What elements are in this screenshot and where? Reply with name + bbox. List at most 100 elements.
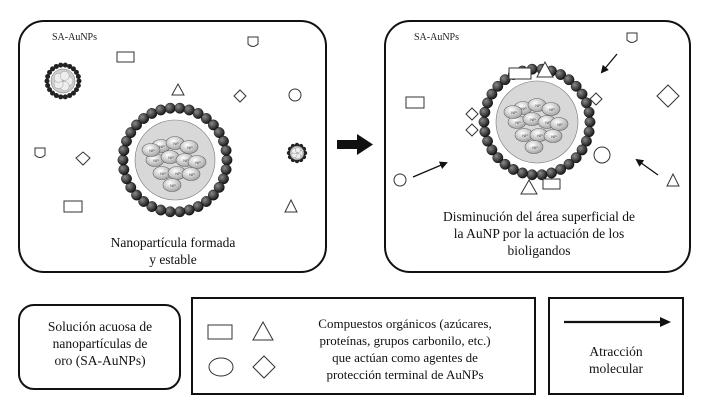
ligand-bead <box>570 152 582 164</box>
ligand-bead <box>581 135 592 147</box>
diamond-icon <box>75 151 91 166</box>
legend-solution-text: Solución acuosa de nanopartículas de oro… <box>47 319 153 368</box>
ligand-bead <box>192 108 204 119</box>
ligand-bead <box>118 164 130 175</box>
ligand-bead <box>563 74 575 86</box>
ligand-bead <box>62 62 68 68</box>
ligand-bead <box>218 135 229 147</box>
ligand-bead <box>200 196 212 207</box>
np-core-particle <box>187 155 207 169</box>
ligand-bead <box>47 87 53 93</box>
ligand-bead <box>584 116 596 128</box>
ligand-bead <box>58 94 64 100</box>
ligand-bead <box>492 152 504 164</box>
small-nanoparticle <box>286 142 308 164</box>
diamond-icon <box>465 107 479 121</box>
ligand-bead <box>200 113 212 124</box>
np-core-label: NP <box>149 148 155 153</box>
ligand-bead <box>174 206 186 218</box>
np-core-particle <box>541 102 561 116</box>
np-core-label: NP <box>549 107 555 112</box>
ligand-bead <box>70 66 76 72</box>
np-core-label: NP <box>170 183 176 188</box>
ligand-bead <box>499 74 511 86</box>
triangle-icon <box>284 198 298 213</box>
triangle-icon <box>536 60 554 78</box>
np-core-label: NP <box>515 120 521 125</box>
legend-compounds-text: Compuestos orgánicos (azúcares, proteína… <box>318 316 492 382</box>
np-core-label: NP <box>557 122 563 127</box>
panel-left-caption: Nanopartícula formada y estable <box>110 235 236 267</box>
ligand-bead <box>526 169 538 181</box>
ligand-bead <box>121 135 132 147</box>
ligand-bead <box>482 97 493 109</box>
ligand-bead <box>138 113 150 124</box>
ligand-bead <box>546 167 557 179</box>
np-core-particle <box>549 117 569 131</box>
rectangle-icon <box>405 96 425 109</box>
ligand-bead <box>131 189 142 201</box>
ligand-bead <box>213 127 225 139</box>
ligand-bead <box>576 88 588 100</box>
np-core-particle <box>543 129 563 143</box>
diamond-icon <box>465 123 479 137</box>
shield-icon <box>247 36 259 47</box>
np-core-particle <box>162 178 182 192</box>
rectangle-icon <box>63 200 83 213</box>
ligand-bead <box>517 167 528 179</box>
ligand-bead <box>221 154 233 166</box>
rectangle-icon <box>116 51 135 63</box>
ligand-bead <box>183 204 195 216</box>
ligand-bead <box>50 66 56 72</box>
panel-left-tag: SA-AuNPs <box>52 32 98 43</box>
rectangle-icon <box>207 324 233 340</box>
shield-icon <box>626 32 638 43</box>
np-core-particle <box>503 105 523 119</box>
np-core-label: NP <box>189 172 195 177</box>
ligand-bead <box>482 135 493 147</box>
ligand-bead <box>555 164 567 175</box>
ligand-bead <box>583 106 595 118</box>
triangle-icon <box>171 82 185 96</box>
np-core-label: NP <box>530 117 536 122</box>
legend-solution-box <box>18 304 181 390</box>
np-core-label: NP <box>173 141 179 146</box>
np-core-label: NP <box>545 120 551 125</box>
ligand-bead <box>45 83 51 89</box>
ligand-bead <box>44 78 50 84</box>
ligand-bead <box>131 119 142 131</box>
triangle-icon <box>666 172 680 187</box>
np-core-label: NP <box>511 110 517 115</box>
ligand-bead <box>118 145 130 156</box>
rectangle-icon <box>508 67 532 80</box>
triangle-icon <box>520 178 538 195</box>
ligand-bead <box>218 173 229 185</box>
circle-icon <box>208 357 234 377</box>
np-core-label: NP <box>551 134 557 139</box>
ligand-bead <box>121 173 132 185</box>
ligand-bead <box>125 127 137 139</box>
legend-attraction-text: Atracción molecular <box>589 344 643 376</box>
np-core-label: NP <box>535 103 541 108</box>
ligand-bead <box>220 164 232 175</box>
ligand-bead <box>53 63 59 69</box>
diamond-icon <box>589 92 603 106</box>
ligand-bead <box>570 80 582 92</box>
np-core-label: NP <box>159 144 165 149</box>
legend-attraction-arrow <box>564 317 671 327</box>
ligand-bead <box>67 93 73 99</box>
np-core-particle <box>179 140 199 154</box>
np-core-label: NP <box>195 160 201 165</box>
ligand-bead <box>213 181 225 193</box>
ligand-bead <box>208 189 219 201</box>
np-core-particle <box>181 167 201 181</box>
ligand-bead <box>220 145 232 156</box>
ligand-bead <box>492 80 504 92</box>
ligand-bead <box>73 87 79 93</box>
panel-right-caption: Disminución del área superficial de la A… <box>443 209 635 258</box>
np-core-label: NP <box>537 133 543 138</box>
ligand-bead <box>47 69 53 75</box>
ligand-bead <box>555 69 567 80</box>
